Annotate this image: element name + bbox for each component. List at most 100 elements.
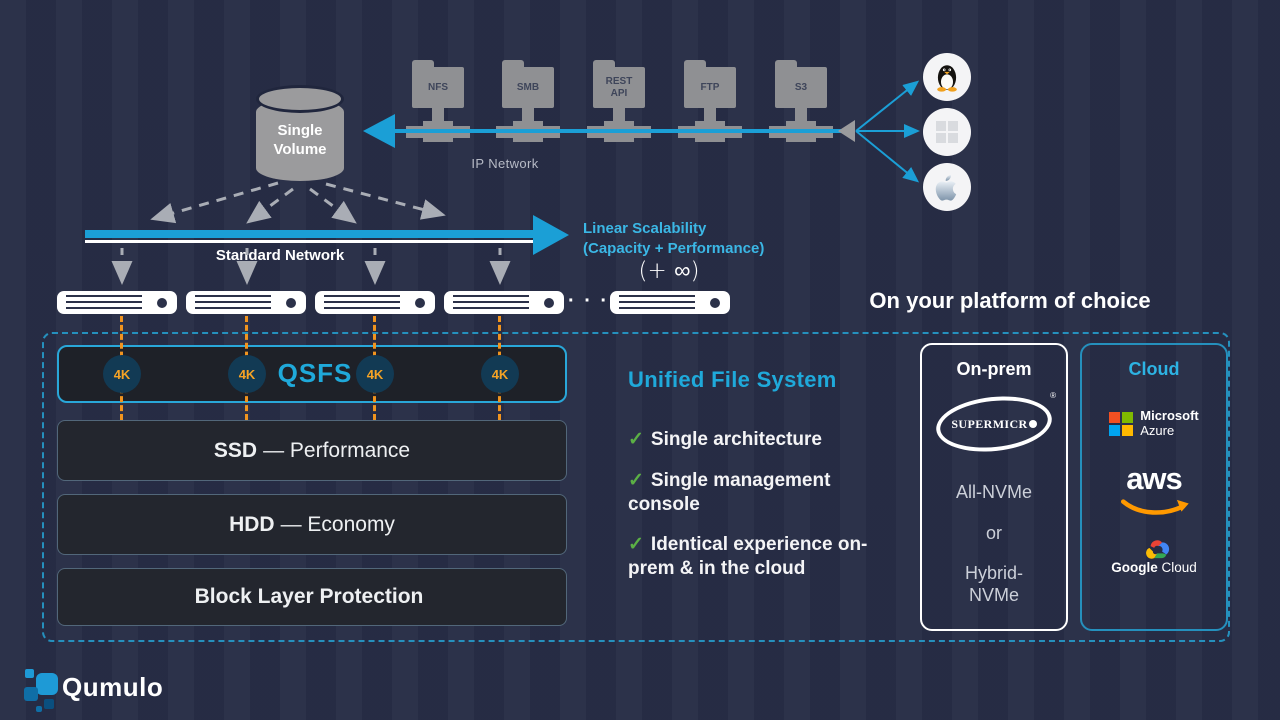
node-vents	[66, 295, 142, 310]
folder-tab	[412, 60, 434, 69]
ip-network-line	[388, 129, 844, 133]
azure-label: Azure	[1140, 422, 1175, 438]
cloud-panel: Cloud Microsoft Azure aws Google Cloud	[1080, 343, 1228, 631]
server-node	[444, 291, 564, 314]
checklist-text: Single architecture	[650, 429, 822, 450]
server-node	[315, 291, 435, 314]
server-node	[57, 291, 177, 314]
qumulo-wordmark: Qumulo	[62, 672, 164, 702]
checklist-item: ✓Single management console	[628, 469, 873, 517]
penguin-glyph	[937, 65, 957, 92]
folder-tab	[593, 60, 615, 69]
platform-choice-title: On your platform of choice	[869, 288, 1151, 313]
hdd-economy-layer: HDD — Economy	[57, 494, 567, 555]
protocol-label: SMB	[516, 81, 540, 93]
tap-stem	[522, 108, 534, 125]
4k-block-badge: 4K	[481, 355, 519, 393]
cylinder-fanout-dashed-arrows	[150, 181, 446, 224]
ip-network-arrowhead-left	[363, 114, 395, 148]
tap-stem	[432, 108, 444, 125]
check-icon: ✓	[628, 429, 644, 450]
tap-stem	[613, 108, 625, 125]
standard-network-bar	[85, 230, 535, 238]
aws-smile-icon	[1121, 499, 1189, 515]
windows-glyph	[936, 121, 958, 143]
4k-block-badge: 4K	[228, 355, 266, 393]
google-cloud-icon	[1146, 540, 1170, 559]
layer-rest-label: — Performance	[263, 438, 411, 462]
ssd-performance-layer: SSD — Performance	[57, 420, 567, 481]
node-led	[710, 298, 720, 308]
check-icon: ✓	[628, 469, 644, 491]
hybrid-nvme-label: Hybrid-NVMe	[964, 563, 1023, 605]
ip-network-arrowhead-right	[838, 120, 855, 142]
google-cloud-label: Google Cloud	[1082, 560, 1226, 575]
node-vents	[453, 295, 529, 310]
unified-checklist: ✓Single architecture ✓Single management …	[628, 428, 873, 598]
cloud-word-label: Cloud	[1157, 560, 1197, 575]
google-label: Google	[1111, 560, 1158, 575]
node-vents	[619, 295, 695, 310]
folder-icon: FTP	[684, 67, 736, 108]
checklist-text: Single management console	[628, 469, 831, 515]
folder-tab	[684, 60, 706, 69]
os-fanout-arrows	[855, 80, 920, 183]
protocol-label: S3	[794, 81, 808, 93]
aws-logo: aws	[1126, 461, 1183, 496]
checklist-item: ✓ Single architecture	[628, 428, 873, 452]
4k-block-badge: 4K	[103, 355, 141, 393]
onprem-title: On-prem	[956, 359, 1032, 379]
single-volume-label: Single Volume	[273, 122, 327, 158]
layer-bold-label: HDD	[229, 512, 275, 536]
checklist-text: Identical experience on-prem & in the cl…	[628, 534, 868, 579]
4k-block-badge: 4K	[356, 355, 394, 393]
node-led	[286, 298, 296, 308]
node-vents	[195, 295, 271, 310]
ellipsis-dots: · · ·	[568, 290, 610, 312]
microsoft-azure-logo: Microsoft Azure	[1082, 408, 1226, 439]
linear-scalability-label: Linear Scalability (Capacity + Performan…	[583, 219, 764, 258]
folder-icon: S3	[775, 67, 827, 108]
checklist-item: ✓Identical experience on-prem & in the c…	[628, 533, 873, 581]
apple-icon	[923, 163, 971, 211]
folder-icon: SMB	[502, 67, 554, 108]
block-layer-protection-layer: Block Layer Protection	[57, 568, 567, 626]
supermicro-wordmark: SUPERMICR	[936, 417, 1052, 432]
layer-rest-label: — Economy	[280, 512, 395, 536]
all-nvme-label: All-NVMe	[955, 482, 1032, 502]
registered-mark: ®	[1050, 391, 1056, 400]
layer-bold-label: Block Layer Protection	[194, 585, 424, 608]
linux-tux-icon	[923, 53, 971, 101]
protocol-label: FTP	[700, 81, 720, 93]
cloud-title: Cloud	[1128, 359, 1180, 379]
protocol-label: NFS	[428, 81, 448, 93]
protocol-label: REST API	[605, 76, 633, 99]
microsoft-logo-icon	[1109, 411, 1134, 436]
protocol-folder-rest-api: REST API	[587, 60, 651, 145]
node-led	[544, 298, 554, 308]
unified-system-dashed-boundary	[42, 332, 1230, 642]
qsfs-label: QSFS	[277, 358, 353, 388]
node-led	[415, 298, 425, 308]
supermicro-text: SUPERMICR	[951, 417, 1028, 431]
supermicro-logo: SUPERMICR ®	[933, 391, 1056, 457]
layer-bold-label: SSD	[213, 438, 258, 462]
folder-icon: NFS	[412, 67, 464, 108]
linear-scalability-line2: (Capacity + Performance)	[583, 239, 765, 257]
infinity-label: (+ ∞)	[638, 258, 700, 284]
standard-network-label: Standard Network	[215, 247, 345, 264]
windows-icon	[923, 108, 971, 156]
server-node	[186, 291, 306, 314]
onprem-panel: On-prem SUPERMICR ® All-NVMe or Hybrid-N…	[920, 343, 1068, 631]
tap-stem	[795, 108, 807, 125]
check-icon: ✓	[628, 534, 644, 556]
node-led	[157, 298, 167, 308]
folder-tab	[502, 60, 524, 69]
linear-scalability-line1: Linear Scalability	[583, 220, 707, 237]
server-node	[610, 291, 730, 314]
folder-tab	[775, 60, 797, 69]
or-label: or	[985, 523, 1002, 543]
unified-file-system-title: Unified File System	[628, 367, 837, 392]
standard-network-arrowhead	[533, 215, 569, 255]
